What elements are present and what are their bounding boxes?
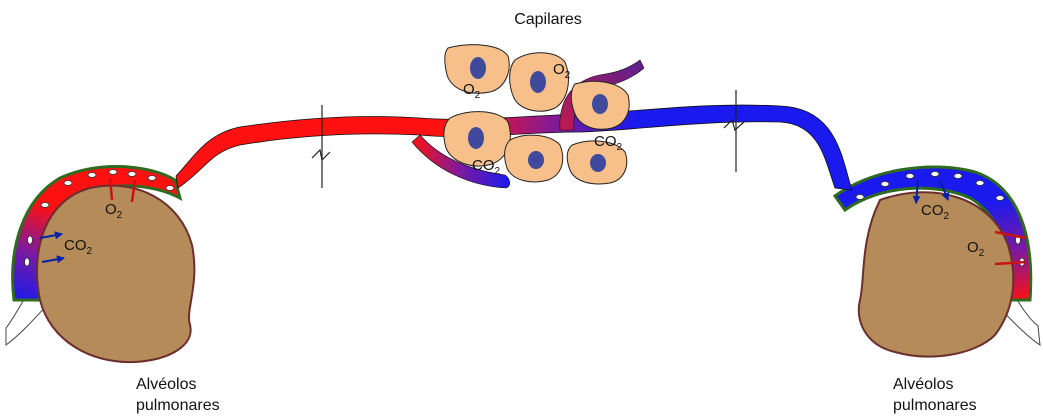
- left-alveolus: [6, 166, 194, 362]
- left-alveoli-label: Alvéolos: [136, 376, 196, 393]
- tissue-cell: [571, 81, 629, 129]
- tissue-cell: [505, 135, 563, 182]
- tissue-cell: [445, 45, 509, 93]
- capillaries-label: Capilares: [514, 11, 582, 28]
- left-alveoli-label: pulmonares: [136, 397, 220, 414]
- right-alveoli-label: pulmonares: [893, 397, 977, 414]
- right-alveoli-label: Alvéolos: [893, 376, 953, 393]
- right-alveolus: [835, 167, 1040, 357]
